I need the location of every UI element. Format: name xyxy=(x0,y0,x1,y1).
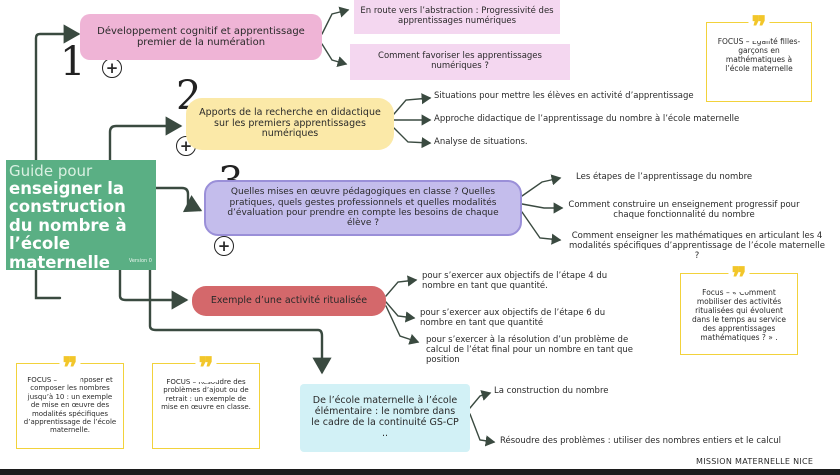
activity-node[interactable]: Exemple d’une activité ritualisée xyxy=(192,286,386,316)
focus-text-equality: FOCUS – Égalité filles-garçons en mathém… xyxy=(717,37,801,73)
focus-box-rituals[interactable]: ❞ Focus – « Comment mobiliser des activi… xyxy=(680,264,798,355)
branch-2-child-1[interactable]: Situations pour mettre les élèves en act… xyxy=(434,91,694,101)
guide-title-prefix: Guide pour xyxy=(9,162,93,180)
footer-credit: MISSION MATERNELLE NICE xyxy=(696,457,814,466)
activity-child-2[interactable]: pour s’exercer aux objectifs de l’étape … xyxy=(420,308,606,328)
continuity-child-1[interactable]: La construction du nombre xyxy=(494,386,609,396)
branch-1-child-1[interactable]: En route vers l’abstraction : Progressiv… xyxy=(354,0,560,34)
guide-title: enseigner la construction du nombre à l’… xyxy=(9,178,127,272)
focus-box-problems[interactable]: ❞ FOCUS – Résoudre des problèmes d’ajout… xyxy=(152,354,260,449)
branch-node-1[interactable]: Développement cognitif et apprentissage … xyxy=(80,14,322,60)
expand-branch-3-button[interactable]: + xyxy=(214,236,234,256)
quote-icon: ❞ xyxy=(59,354,81,382)
focus-text-problems: FOCUS – Résoudre des problèmes d’ajout o… xyxy=(161,378,251,412)
continuity-child-2[interactable]: Résoudre des problèmes : utiliser des no… xyxy=(500,436,781,446)
bottom-bar xyxy=(0,469,840,475)
focus-box-decompose[interactable]: ❞ FOCUS – Décomposer et composer les nom… xyxy=(16,354,124,449)
guide-title-box: Guide pour enseigner la construction du … xyxy=(6,160,156,272)
branch-3-child-1[interactable]: Les étapes de l’apprentissage du nombre xyxy=(576,172,753,182)
branch-2-child-3[interactable]: Analyse de situations. xyxy=(434,137,528,147)
version-label: Version 0 xyxy=(128,258,152,264)
expand-branch-1-button[interactable]: + xyxy=(102,58,122,78)
branch-3-child-2[interactable]: Comment construire un enseignement progr… xyxy=(568,200,800,220)
branch-node-2[interactable]: Apports de la recherche en didactique su… xyxy=(186,98,394,150)
branch-node-3[interactable]: Quelles mises en œuvre pédagogiques en c… xyxy=(204,180,522,236)
quote-icon: ❞ xyxy=(195,354,217,382)
focus-text-decompose: FOCUS – Décomposer et composer les nombr… xyxy=(23,376,117,435)
branch-3-child-3[interactable]: Comment enseigner les mathématiques en a… xyxy=(569,231,825,261)
quote-icon: ❞ xyxy=(728,264,750,292)
branch-2-child-2[interactable]: Approche didactique de l’apprentissage d… xyxy=(434,114,740,124)
branch-1-child-2[interactable]: Comment favoriser les apprentissages num… xyxy=(350,44,570,80)
activity-child-1[interactable]: pour s’exercer aux objectifs de l’étape … xyxy=(422,271,608,291)
focus-text-rituals: Focus – « Comment mobiliser des activité… xyxy=(692,288,786,342)
quote-icon: ❞ xyxy=(748,13,770,41)
continuity-node[interactable]: De l’école maternelle à l’école élémenta… xyxy=(300,384,470,452)
focus-box-equality[interactable]: ❞ FOCUS – Égalité filles-garçons en math… xyxy=(706,13,812,102)
activity-child-3[interactable]: pour s’exercer à la résolution d’un prob… xyxy=(426,335,634,365)
